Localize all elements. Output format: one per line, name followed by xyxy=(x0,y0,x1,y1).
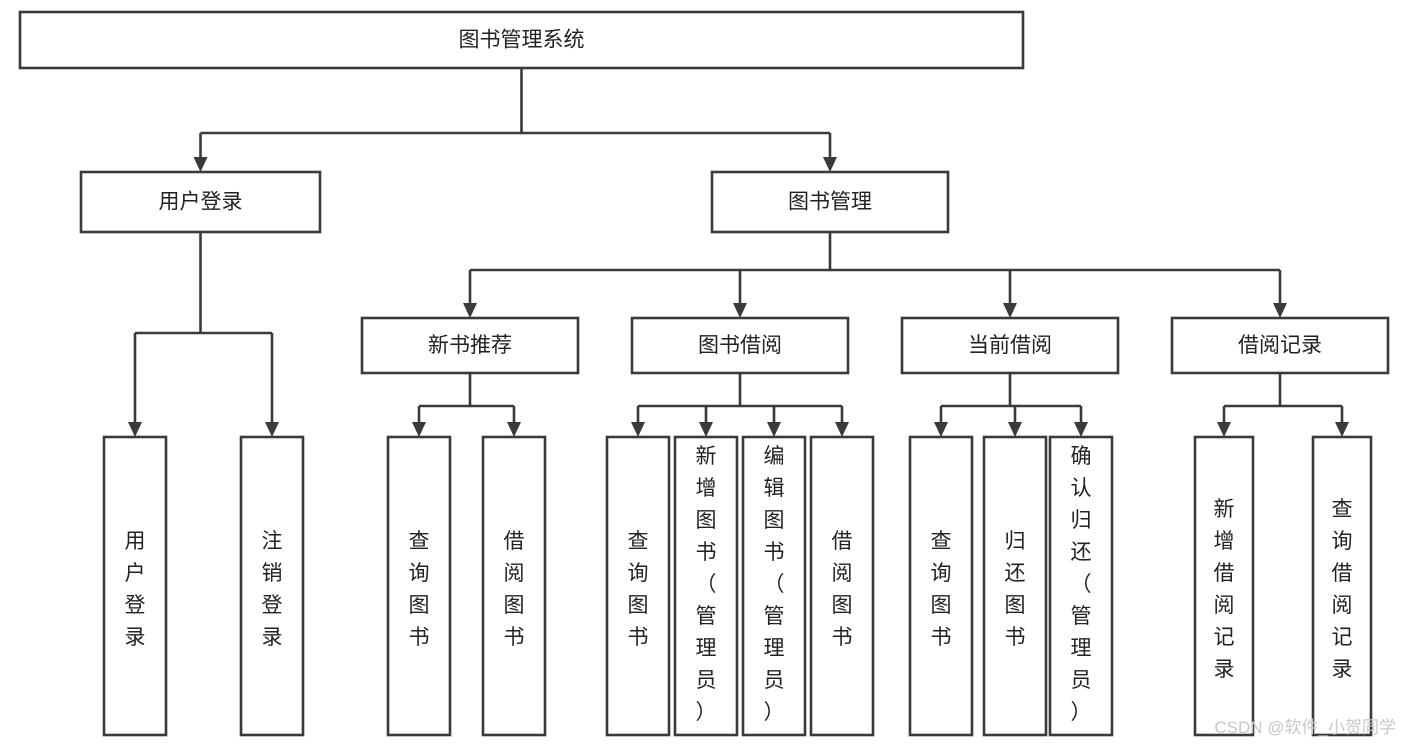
node-leaf-add-book[interactable]: 新增图书（管理员） xyxy=(673,435,739,737)
node-borrow-record[interactable]: 借阅记录 xyxy=(1170,316,1390,375)
node-box-book-manage[interactable] xyxy=(710,170,950,234)
node-label-leaf-query-book-3: 查询图书 xyxy=(931,530,952,649)
connector-to-leaf-user-login-arrowhead xyxy=(128,422,142,437)
node-label-root: 图书管理系统 xyxy=(459,29,585,52)
node-label-leaf-query-book-2: 查询图书 xyxy=(628,530,649,649)
connector-to-new-book-recommend-arrowhead xyxy=(463,303,477,318)
connector-to-leaf-query-book-3-arrowhead xyxy=(934,422,948,437)
node-leaf-query-book-2[interactable]: 查询图书 xyxy=(605,435,671,737)
node-box-leaf-query-record[interactable] xyxy=(1311,435,1373,737)
node-leaf-user-login[interactable]: 用户登录 xyxy=(102,435,168,737)
node-label-user-login: 用户登录 xyxy=(159,191,243,214)
connector-to-leaf-query-book-1-arrowhead xyxy=(412,422,426,437)
connector-to-leaf-borrow-book-1-arrowhead xyxy=(507,422,521,437)
node-box-leaf-edit-book[interactable] xyxy=(741,435,807,737)
node-box-leaf-logout[interactable] xyxy=(239,435,305,737)
node-current-borrow[interactable]: 当前借阅 xyxy=(900,316,1120,375)
connector-to-leaf-return-book-arrowhead xyxy=(1008,422,1022,437)
connector-to-leaf-logout-arrowhead xyxy=(265,422,279,437)
node-leaf-borrow-book-2[interactable]: 借阅图书 xyxy=(809,435,875,737)
connector-to-leaf-edit-book-arrowhead xyxy=(767,422,781,437)
node-label-new-book-recommend: 新书推荐 xyxy=(428,334,512,357)
connector-to-leaf-add-book-arrowhead xyxy=(699,422,713,437)
node-leaf-borrow-book-1[interactable]: 借阅图书 xyxy=(481,435,547,737)
connector-to-leaf-borrow-book-2-arrowhead xyxy=(835,422,849,437)
edges-layer xyxy=(128,68,1349,437)
node-label-leaf-query-book-1: 查询图书 xyxy=(409,530,430,649)
node-box-leaf-query-book-3[interactable] xyxy=(908,435,974,737)
connector-to-current-borrow-arrowhead xyxy=(1003,303,1017,318)
node-label-leaf-borrow-book-1: 借阅图书 xyxy=(504,530,525,649)
node-label-book-manage: 图书管理 xyxy=(788,191,872,214)
node-label-leaf-return-book: 归还图书 xyxy=(1005,530,1026,649)
node-box-leaf-user-login[interactable] xyxy=(102,435,168,737)
node-root[interactable]: 图书管理系统 xyxy=(18,10,1025,70)
node-leaf-query-book-3[interactable]: 查询图书 xyxy=(908,435,974,737)
connector-to-borrow-record-arrowhead xyxy=(1273,303,1287,318)
node-book-manage[interactable]: 图书管理 xyxy=(710,170,950,234)
node-box-user-login[interactable] xyxy=(79,170,322,234)
node-leaf-edit-book[interactable]: 编辑图书（管理员） xyxy=(741,435,807,737)
node-label-leaf-query-record: 查询借阅记录 xyxy=(1332,498,1353,681)
node-label-leaf-user-login: 用户登录 xyxy=(125,530,146,649)
node-label-current-borrow: 当前借阅 xyxy=(968,334,1052,357)
node-leaf-query-record[interactable]: 查询借阅记录 xyxy=(1311,435,1373,737)
node-box-new-book-recommend[interactable] xyxy=(360,316,580,375)
node-leaf-return-book[interactable]: 归还图书 xyxy=(982,435,1048,737)
connector-to-book-manage-arrowhead xyxy=(823,157,837,172)
node-book-borrow[interactable]: 图书借阅 xyxy=(630,316,850,375)
connector-to-user-login-arrowhead xyxy=(193,157,208,172)
connector-to-book-borrow-arrowhead xyxy=(733,303,747,318)
node-box-leaf-query-book-1[interactable] xyxy=(386,435,452,737)
node-box-leaf-confirm-return[interactable] xyxy=(1048,435,1114,737)
node-label-leaf-borrow-book-2: 借阅图书 xyxy=(832,530,853,649)
node-leaf-confirm-return[interactable]: 确认归还（管理员） xyxy=(1048,435,1114,737)
node-new-book-recommend[interactable]: 新书推荐 xyxy=(360,316,580,375)
node-box-leaf-return-book[interactable] xyxy=(982,435,1048,737)
node-label-leaf-confirm-return: 确认归还（管理员） xyxy=(1071,445,1092,724)
node-leaf-logout[interactable]: 注销登录 xyxy=(239,435,305,737)
node-box-leaf-add-record[interactable] xyxy=(1193,435,1255,737)
node-box-leaf-add-book[interactable] xyxy=(673,435,739,737)
node-label-leaf-edit-book: 编辑图书（管理员） xyxy=(764,445,785,724)
node-box-current-borrow[interactable] xyxy=(900,316,1120,375)
connector-to-leaf-query-record-arrowhead xyxy=(1335,422,1349,437)
node-box-leaf-borrow-book-2[interactable] xyxy=(809,435,875,737)
node-label-leaf-logout: 注销登录 xyxy=(262,530,283,649)
connector-to-leaf-confirm-return-arrowhead xyxy=(1074,422,1088,437)
node-user-login[interactable]: 用户登录 xyxy=(79,170,322,234)
node-box-borrow-record[interactable] xyxy=(1170,316,1390,375)
node-leaf-query-book-1[interactable]: 查询图书 xyxy=(386,435,452,737)
watermark-label: CSDN @软件_小贺同学 xyxy=(1214,718,1396,737)
node-leaf-add-record[interactable]: 新增借阅记录 xyxy=(1193,435,1255,737)
node-label-book-borrow: 图书借阅 xyxy=(698,334,782,357)
node-box-leaf-borrow-book-1[interactable] xyxy=(481,435,547,737)
nodes-layer: 图书管理系统用户登录图书管理新书推荐图书借阅当前借阅借阅记录用户登录注销登录查询… xyxy=(18,10,1390,737)
node-box-leaf-query-book-2[interactable] xyxy=(605,435,671,737)
node-label-leaf-add-record: 新增借阅记录 xyxy=(1214,498,1235,681)
node-label-leaf-add-book: 新增图书（管理员） xyxy=(696,445,717,724)
node-label-borrow-record: 借阅记录 xyxy=(1238,334,1322,357)
node-box-root[interactable] xyxy=(18,10,1025,70)
connector-to-leaf-add-record-arrowhead xyxy=(1217,422,1231,437)
connector-to-leaf-query-book-2-arrowhead xyxy=(631,422,645,437)
node-box-book-borrow[interactable] xyxy=(630,316,850,375)
